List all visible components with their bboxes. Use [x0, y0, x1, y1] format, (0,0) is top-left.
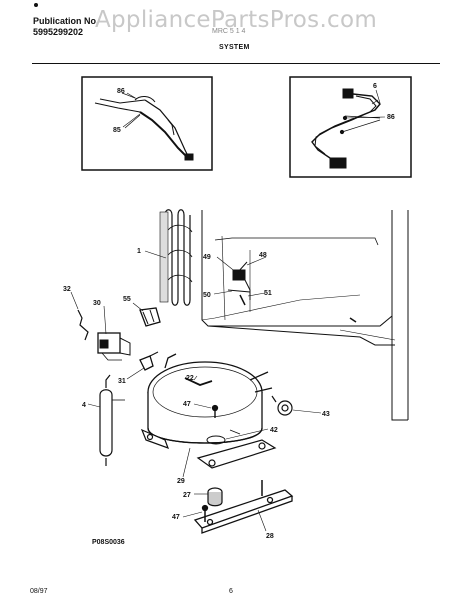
- watermark: AppliancePartsPros.com: [95, 7, 378, 33]
- publication-number: 5995299202: [33, 27, 84, 37]
- callout-30: 30: [93, 300, 101, 307]
- publication-label: Publication No.: [33, 16, 99, 26]
- thermostat-48: [227, 261, 251, 306]
- callout-31: 31: [118, 378, 126, 385]
- wiring-inset-left: [81, 76, 213, 171]
- callout-55: 55: [123, 296, 131, 303]
- drier-4: [99, 374, 125, 466]
- callout-49: 49: [203, 254, 211, 261]
- clip-31: [139, 351, 159, 371]
- callout-22: 22: [186, 375, 194, 382]
- callout-43: 43: [322, 411, 330, 418]
- callout-86-right: 86: [387, 114, 395, 121]
- compressor-base: [140, 428, 277, 469]
- callout-6: 6: [373, 83, 377, 90]
- callout-47-upper: 47: [183, 401, 191, 408]
- callout-29: 29: [177, 478, 185, 485]
- callout-27: 27: [183, 492, 191, 499]
- wiring-inset-right: [289, 76, 412, 178]
- cabinet-outline: [201, 210, 409, 421]
- publication-info: Publication No. 5995299202: [33, 16, 99, 38]
- callout-42: 42: [270, 427, 278, 434]
- callout-32: 32: [63, 286, 71, 293]
- callout-85: 85: [113, 127, 121, 134]
- section-title: SYSTEM: [219, 44, 250, 51]
- grommet-27: [207, 487, 223, 507]
- page-number: 6: [229, 588, 233, 595]
- header-rule: [32, 63, 440, 64]
- callout-4: 4: [82, 402, 86, 409]
- mounting-rail-28: [193, 480, 294, 534]
- clamp-43: [271, 395, 293, 416]
- condenser-coil: [159, 209, 193, 306]
- callout-51: 51: [264, 290, 272, 297]
- model-number: MRC 5 1 4: [212, 28, 246, 35]
- callout-86-left: 86: [117, 88, 125, 95]
- callout-labels: 86 85 6 86 1 49 48 50 51 32 30 55 31 22 …: [63, 83, 395, 540]
- overload-30: [77, 309, 131, 361]
- publication-date: 08/97: [30, 588, 48, 595]
- callout-28: 28: [266, 533, 274, 540]
- leader-lines: [70, 89, 386, 532]
- callout-1: 1: [137, 248, 141, 255]
- callout-47-lower: 47: [172, 514, 180, 521]
- callout-50: 50: [203, 292, 211, 299]
- bullet-mark: [34, 3, 38, 7]
- compressor-29: [147, 353, 273, 445]
- figure-code: P08S0036: [92, 539, 125, 546]
- callout-48: 48: [259, 252, 267, 259]
- relay-55: [139, 307, 161, 327]
